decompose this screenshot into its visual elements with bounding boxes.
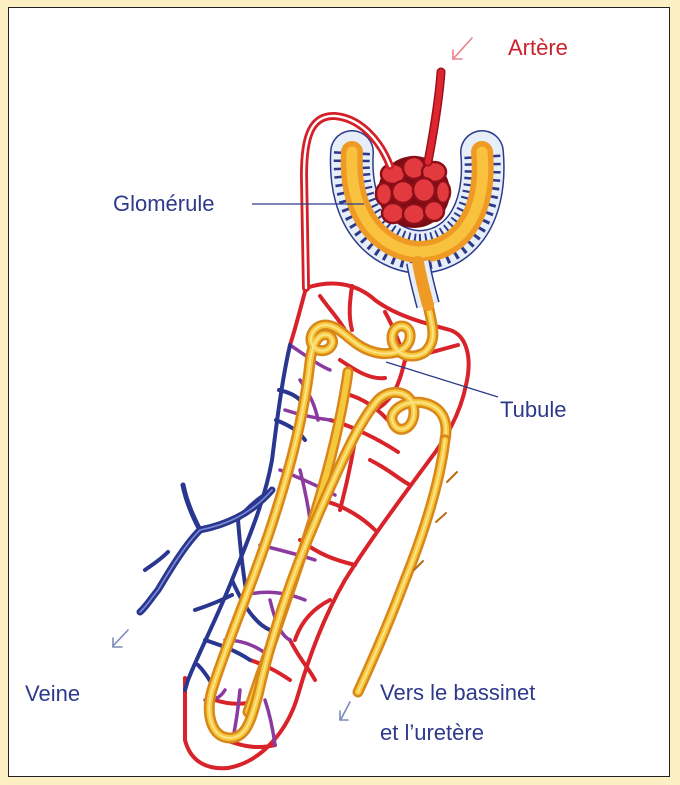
venule [238,520,246,590]
veine-arrow-icon [113,630,128,647]
glomerulus-capillary-loop [403,204,425,224]
glomerulus-capillary-loop [436,181,450,203]
bassinet-arrow-icon [340,702,350,720]
bassinet-arrow-shaft [341,702,350,719]
collecting-duct [358,440,457,692]
artere-arrow-icon [453,38,472,59]
capillary [370,460,410,485]
veine-label: Veine [25,681,80,706]
glomerulus-capillary-loop [413,178,435,202]
afferent-artery [428,72,441,162]
capillary [265,700,275,745]
vein-branch-lower [145,552,168,570]
glomerulus-capillary-loop [424,201,444,221]
capillary [350,286,352,330]
glomerule-label: Glomérule [113,191,214,216]
tubule-label: Tubule [500,397,566,422]
collecting-duct-branch [436,513,446,522]
bassinet-label-line1: Vers le bassinet [380,680,535,705]
artere-label: Artère [508,35,568,60]
capillary [300,470,310,520]
glomerulus-capillary-loop [392,181,414,203]
glomerulus-capillary-loop [376,183,392,205]
collecting-duct-branch [447,472,457,482]
glomerulus-capillary-loop [382,203,404,223]
capillary [290,288,306,345]
vein-branch-upper [183,485,200,530]
venule [195,595,232,610]
veine-arrow-shaft [113,630,128,646]
bassinet-label-line2: et l’uretère [380,720,484,745]
capillary [245,592,305,600]
artere-arrow-shaft [453,38,472,59]
